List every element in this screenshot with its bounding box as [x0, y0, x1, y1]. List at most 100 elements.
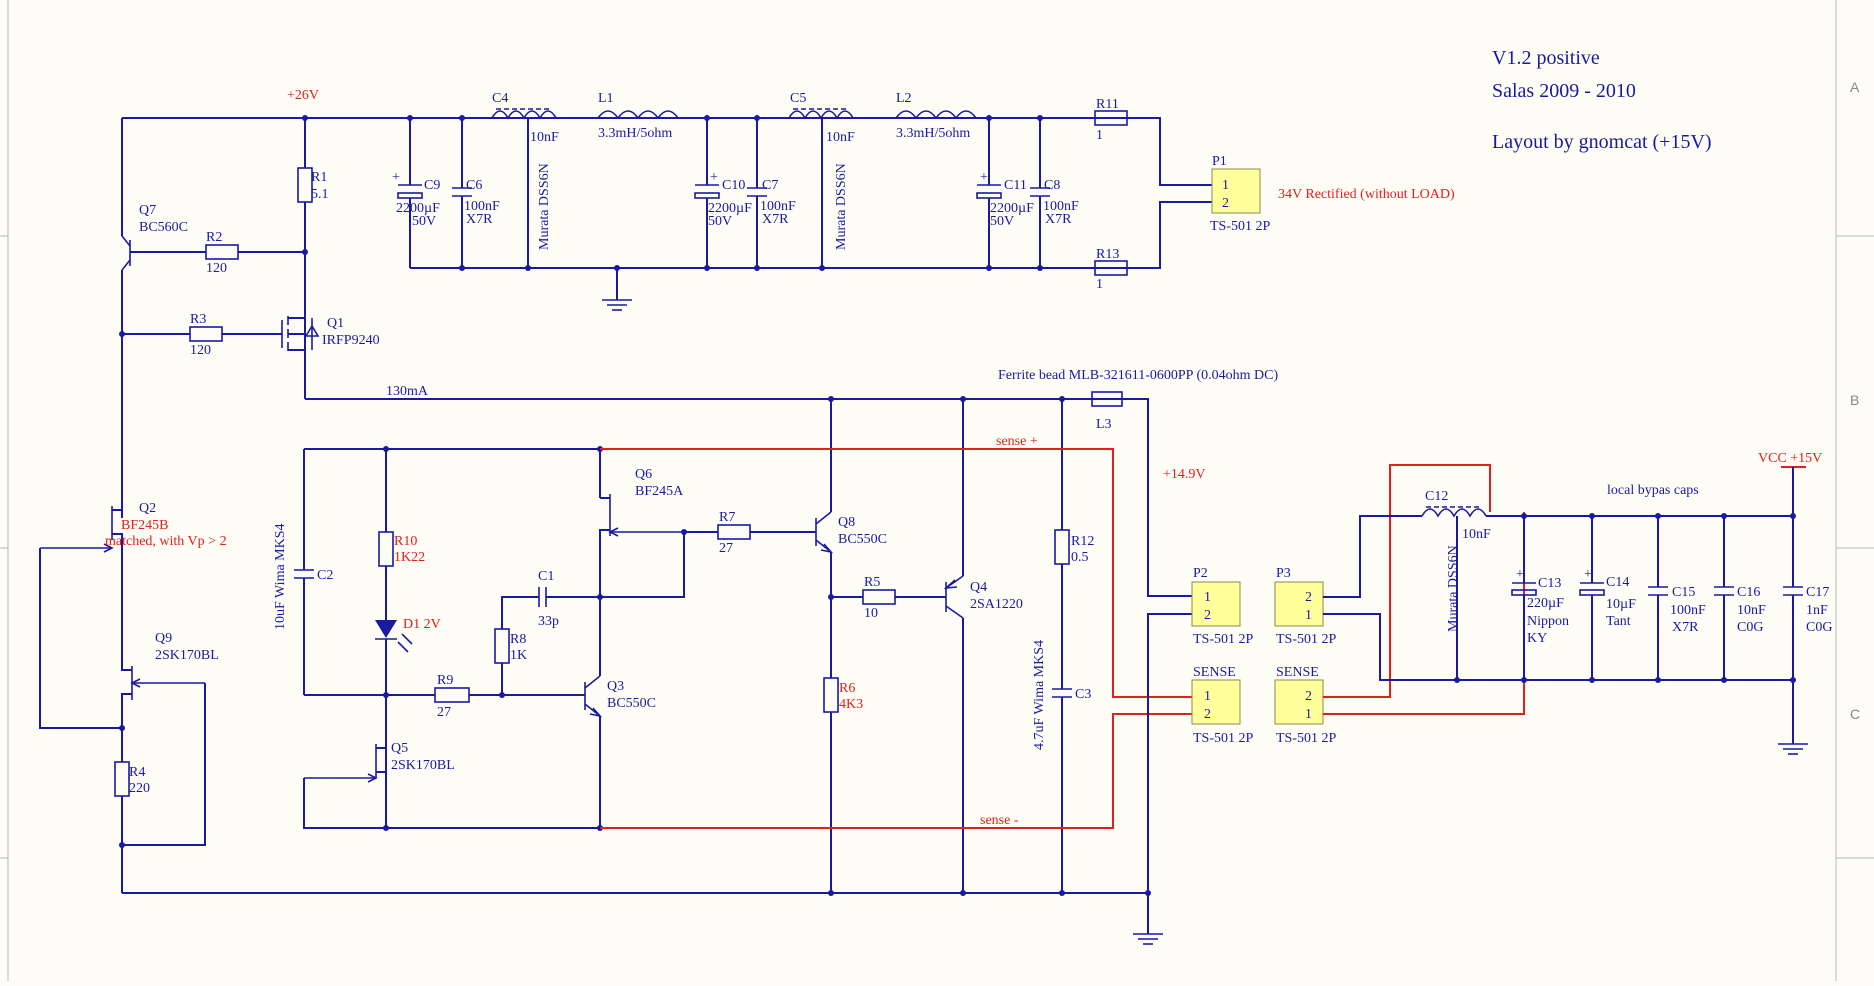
sense-plus-label: sense +	[996, 434, 1038, 449]
r9-val: 27	[437, 705, 451, 720]
resistor-r1	[297, 167, 313, 203]
d1-ref: D1 2V	[403, 617, 441, 632]
net-14-9v: +14.9V	[1163, 467, 1206, 482]
r1-val: 5.1	[311, 187, 329, 202]
c9-ref: C9	[424, 178, 440, 193]
c8-ref: C8	[1044, 178, 1060, 193]
q2-note: matched, with Vp > 2	[105, 534, 227, 549]
q3-val: BC550C	[607, 696, 656, 711]
q9-val: 2SK170BL	[155, 648, 219, 663]
c11-ref: C11	[1004, 178, 1027, 193]
q2-ref: Q2	[139, 501, 156, 516]
r3-ref: R3	[190, 312, 206, 327]
sense2-val: TS-501 2P	[1276, 731, 1337, 746]
p3-pin2: 1	[1305, 608, 1312, 623]
r5-ref: R5	[864, 575, 880, 590]
c10-val2: 50V	[708, 214, 732, 229]
c1-ref: C1	[538, 569, 554, 584]
r12-ref: R12	[1071, 534, 1094, 549]
r9-ref: R9	[437, 673, 453, 688]
inductor-l1	[597, 110, 679, 120]
resistor-r10	[378, 531, 394, 567]
q9-ref: Q9	[155, 631, 172, 646]
r2-val: 120	[206, 261, 227, 276]
filter-c5	[788, 110, 854, 120]
c2-val: 10uF Wima MKS4	[273, 523, 288, 630]
jfet-q6	[599, 494, 684, 597]
q8-val: BC550C	[838, 532, 887, 547]
c17-val2: C0G	[1806, 620, 1832, 635]
local-bypass-section: local bypas caps VCC +15V C12 10nF Murat…	[1323, 451, 1832, 755]
r5-val: 10	[864, 606, 878, 621]
svg-text:+: +	[1516, 567, 1524, 582]
c8-val2: X7R	[1045, 212, 1072, 227]
zone-label-b: B	[1850, 392, 1859, 408]
c15-ref: C15	[1672, 585, 1695, 600]
q2-val: BF245B	[121, 518, 168, 533]
q3-ref: Q3	[607, 679, 624, 694]
author-text: Salas 2009 - 2010	[1492, 80, 1636, 102]
c6-val: 100nF	[464, 199, 500, 214]
c5-val: 10nF	[826, 130, 855, 145]
connector-p1	[1211, 168, 1261, 214]
q7-val: BC560C	[139, 220, 188, 235]
p3-pin1: 2	[1305, 590, 1312, 605]
p1-pin1: 1	[1222, 178, 1229, 193]
svg-text:+: +	[1584, 567, 1592, 582]
q4-val: 2SA1220	[970, 597, 1023, 612]
c6-val2: X7R	[466, 212, 493, 227]
input-filter-section: R11 1 R13 1 P1 1 2 TS-501 2P 34V Rectifi…	[122, 91, 1455, 311]
resistor-r2	[205, 244, 239, 260]
sense1-pin1: 1	[1204, 689, 1211, 704]
svg-text:+: +	[392, 170, 400, 185]
q4-ref: Q4	[970, 580, 987, 595]
ground-icon	[1133, 933, 1163, 945]
ground-icon	[1778, 743, 1808, 755]
c7-ref: C7	[762, 178, 778, 193]
q8-ref: Q8	[838, 515, 855, 530]
r7-ref: R7	[719, 510, 735, 525]
q6-val: BF245A	[635, 484, 684, 499]
resistor-r3	[189, 326, 223, 342]
c5-part: Murata DSS6N	[834, 163, 849, 250]
resistor-r12	[1054, 529, 1070, 565]
c15-val2: X7R	[1672, 620, 1699, 635]
r6-val: 4K3	[839, 697, 863, 712]
c15-val: 100nF	[1670, 603, 1706, 618]
c17-val: 1nF	[1806, 603, 1828, 618]
zone-label-a: A	[1850, 79, 1860, 95]
q5-val: 2SK170BL	[391, 758, 455, 773]
p2-ref: P2	[1193, 566, 1208, 581]
r8-ref: R8	[510, 632, 526, 647]
sense-minus-label: sense -	[980, 813, 1019, 828]
jfet-q5	[304, 735, 387, 828]
c11-val2: 50V	[990, 214, 1014, 229]
c12-part: Murata DSS6N	[1446, 545, 1461, 632]
c12-ref: C12	[1425, 489, 1448, 504]
ground-icon	[602, 299, 632, 311]
q1-val: IRFP9240	[322, 333, 380, 348]
filter-c4	[491, 110, 557, 120]
connector-p3	[1274, 581, 1324, 627]
resistor-r5	[862, 589, 896, 605]
title-block: V1.2 positive Salas 2009 - 2010 Layout b…	[1492, 47, 1712, 153]
c13-val3: KY	[1527, 631, 1547, 646]
pass-element-section: R1 5.1 Q7 BC560C R2 120 R3 120	[39, 118, 1192, 894]
c14-ref: C14	[1606, 575, 1629, 590]
jfet-q9	[121, 650, 205, 728]
c16-val: 10nF	[1737, 603, 1766, 618]
r11-ref: R11	[1096, 97, 1119, 112]
r11-val: 1	[1096, 128, 1103, 143]
sense1-ref: SENSE	[1193, 665, 1236, 680]
resistor-r4	[114, 761, 130, 797]
p2-val: TS-501 2P	[1193, 632, 1254, 647]
svg-text:+: +	[710, 170, 718, 185]
c14-val: 10µF	[1606, 597, 1636, 612]
q1-ref: Q1	[327, 316, 344, 331]
c8-val: 100nF	[1043, 199, 1079, 214]
p1-pin2: 2	[1222, 196, 1229, 211]
l1-ref: L1	[598, 91, 614, 106]
